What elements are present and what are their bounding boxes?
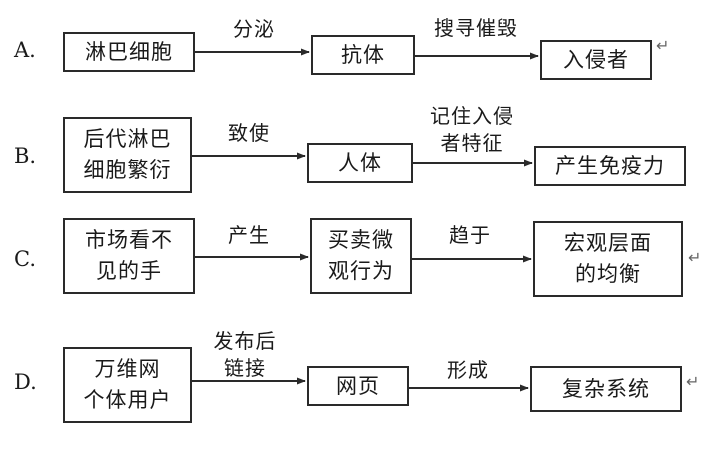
option-a-box-1: 淋巴细胞 (63, 32, 195, 72)
option-a-box-2: 抗体 (311, 35, 415, 75)
option-c-letter: C. (14, 247, 36, 271)
option-a-box-3: 入侵者 (540, 40, 652, 80)
option-b-box-3: 产生免疫力 (534, 146, 686, 186)
option-d-return-mark: ↵ (686, 372, 700, 391)
option-d-box-1: 万维网 个体用户 (63, 347, 192, 423)
option-d-box-2: 网页 (307, 366, 409, 406)
option-b-box-2: 人体 (307, 143, 413, 183)
option-b-box-1: 后代淋巴 细胞繁衍 (63, 117, 192, 193)
option-a-arrow-2-label: 搜寻催毁 (434, 16, 518, 40)
option-d-arrow-1-label: 发布后 链接 (213, 329, 277, 380)
option-a-return-mark: ↵ (656, 36, 670, 55)
option-b-arrow-2-label: 记住入侵 者特征 (430, 104, 514, 155)
option-b-arrow-1-label: 致使 (228, 121, 270, 145)
option-d-box-3: 复杂系统 (530, 366, 682, 412)
option-c-box-1: 市场看不 见的手 (63, 218, 195, 294)
option-d-arrow-2-label: 形成 (447, 358, 489, 382)
option-d-letter: D. (14, 370, 37, 394)
option-c-box-3: 宏观层面 的均衡 (533, 221, 683, 297)
option-c-return-mark: ↵ (688, 248, 702, 267)
option-a-arrow-1-label: 分泌 (233, 17, 275, 41)
option-b-letter: B. (14, 144, 37, 168)
option-c-arrow-1-label: 产生 (228, 223, 270, 247)
option-c-box-2: 买卖微 观行为 (310, 218, 412, 294)
option-a-letter: A. (14, 38, 36, 62)
option-c-arrow-2-label: 趋于 (449, 223, 491, 247)
